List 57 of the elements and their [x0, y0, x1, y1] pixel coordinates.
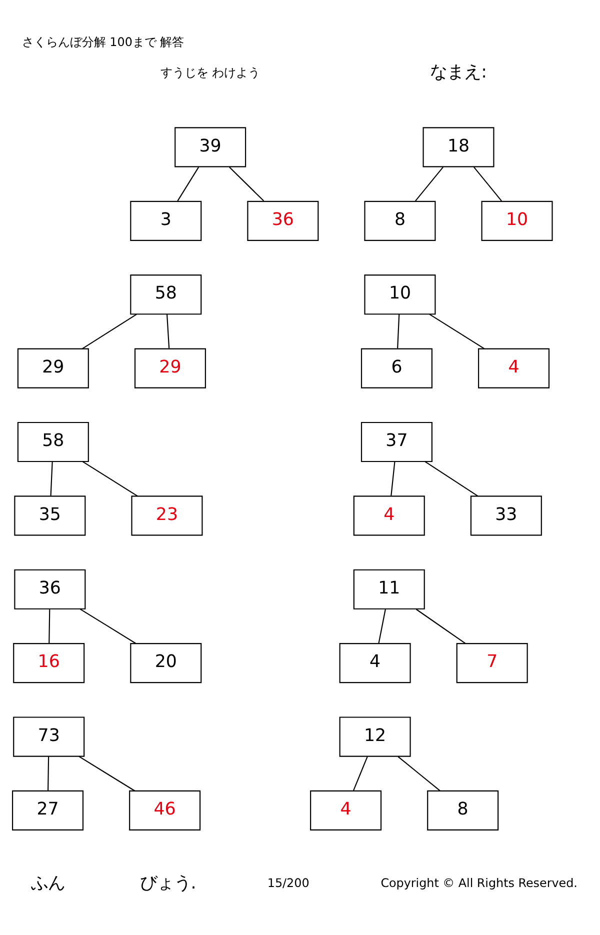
connector [473, 166, 502, 201]
connector [166, 314, 170, 348]
node-box: 36 [247, 200, 319, 240]
label: なまえ: [430, 62, 487, 82]
connector [177, 166, 200, 201]
connector [229, 166, 264, 201]
connector [424, 460, 478, 496]
node-box: 20 [130, 642, 202, 683]
node-box: 46 [129, 790, 201, 830]
node-box: 33 [470, 495, 542, 536]
node-box: 36 [14, 568, 86, 609]
connector [378, 608, 386, 643]
connector [429, 313, 485, 349]
node-box: 23 [131, 495, 203, 536]
node-box: 58 [17, 421, 89, 462]
node-box: 4 [339, 642, 411, 683]
node-box: 12 [339, 716, 411, 756]
node-box: 3 [130, 200, 202, 240]
node-box: 10 [364, 274, 436, 314]
node-box: 8 [364, 200, 436, 240]
label: Copyright © All Rights Reserved. [380, 876, 578, 890]
diagram-title: さくらんぼ分解 100まで 解答 [22, 34, 184, 49]
connector [50, 461, 53, 496]
connector [398, 756, 440, 791]
node-box: 4 [353, 495, 425, 536]
node-box: 18 [422, 126, 494, 167]
node-box: 27 [12, 790, 84, 830]
node-box: 39 [174, 126, 246, 167]
node-box: 29 [17, 348, 89, 388]
connector [80, 608, 136, 644]
connector [48, 608, 50, 643]
connector [78, 756, 136, 791]
node-box: 58 [130, 274, 202, 314]
node-box: 73 [13, 716, 85, 756]
node-box: 7 [456, 642, 528, 683]
node-box: 11 [353, 568, 425, 609]
node-box: 16 [13, 642, 85, 683]
label: すうじを わけよう [160, 65, 260, 80]
connector [415, 166, 444, 201]
node-box: 4 [478, 348, 550, 388]
connector [390, 461, 396, 496]
connector [82, 313, 137, 349]
label: ふん [30, 872, 65, 893]
label: 15/200 [267, 876, 310, 890]
node-box: 10 [481, 200, 553, 240]
node-box: 29 [134, 348, 206, 388]
node-box: 8 [427, 790, 499, 830]
node-box: 4 [310, 790, 382, 830]
node-box: 6 [360, 348, 432, 388]
label: びょう. [140, 872, 196, 893]
connector [82, 460, 138, 496]
connector [397, 314, 400, 348]
connector [416, 608, 466, 644]
connector [48, 756, 50, 790]
node-box: 35 [14, 495, 86, 536]
connector [353, 756, 368, 790]
node-box: 37 [360, 421, 432, 462]
